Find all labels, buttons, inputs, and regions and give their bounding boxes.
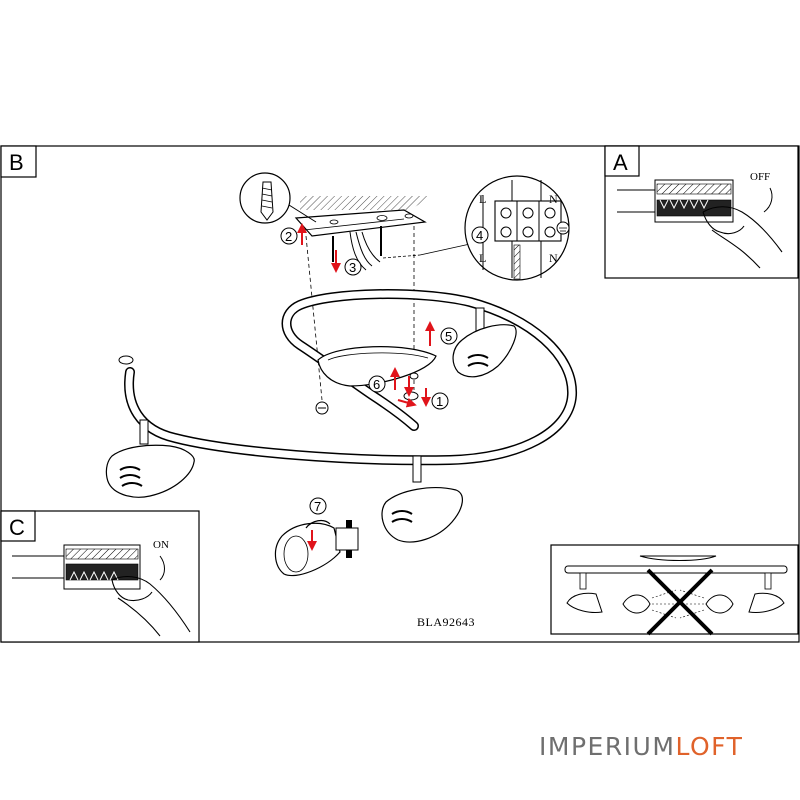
step-1-marker: 1 [431,392,449,410]
panel-c-letter: C [9,515,25,540]
lamp-icon [705,572,785,614]
canopy-cover [317,346,437,387]
step-5-marker: 5 [440,327,458,345]
warning-panel [550,544,799,636]
svg-text:4: 4 [476,228,483,243]
loose-screw [315,401,329,415]
lamp-icon [566,572,651,614]
model-code: BLA92643 [417,615,475,629]
watermark-logo: IMPERIUMLOFT [539,732,743,761]
wire-label-bottom-n: N [549,251,558,265]
step-6-marker: 6 [368,375,386,393]
svg-text:2: 2 [285,229,292,244]
step-4-marker: 4 [471,226,489,244]
prohibited-x-icon [646,568,714,636]
nut-and-screw [403,372,419,401]
lamp-frame [118,289,578,466]
panel-a-power-off: A OFF [604,145,799,279]
watermark-part2: LOFT [675,732,744,761]
mounting-plate [294,196,432,237]
step-7-marker: 7 [309,497,327,515]
breaker-block-icon [12,544,141,590]
panel-c-power-on: C ON [0,510,200,643]
watermark-part1: IMPERIUM [539,732,676,761]
off-label: OFF [750,171,770,183]
assembly-arrows [297,223,435,551]
off-direction-arrow [763,187,773,213]
panel-a-letter: A [613,150,628,175]
step-2-marker: 2 [280,227,298,245]
wire-label-bottom-l: L [479,251,486,265]
gu10-bulb [274,520,359,577]
panel-b-label: B [0,145,37,178]
wall-plug-callout [239,172,317,224]
hand-icon [111,575,191,637]
lamp-head-center [381,455,463,543]
svg-text:5: 5 [445,329,452,344]
hand-icon [702,206,783,269]
on-direction-arrow [159,555,165,581]
lamp-head-right [452,307,517,378]
main-panel-frame [0,145,800,643]
svg-text:3: 3 [349,260,356,275]
svg-text:6: 6 [373,377,380,392]
lamp-head-left [105,419,195,498]
panel-b-letter: B [9,150,24,175]
on-label: ON [153,539,169,551]
svg-text:7: 7 [314,499,321,514]
step-3-marker: 3 [344,258,362,276]
terminal-block-callout: L N L N [464,175,570,281]
svg-text:1: 1 [436,394,443,409]
wire-label-top-l: L [479,192,486,206]
screws-and-wires [332,226,471,271]
wire-label-top-n: N [549,192,558,206]
